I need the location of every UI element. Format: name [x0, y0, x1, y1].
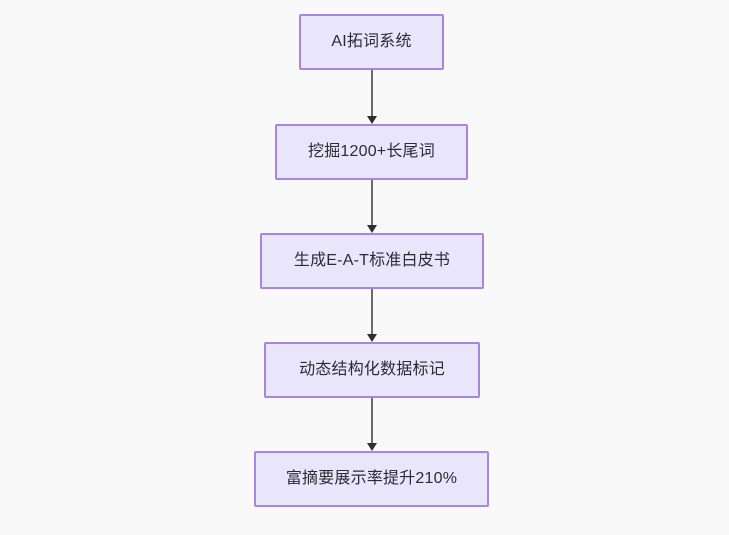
arrowhead-icon — [367, 443, 377, 451]
flow-node-ai-keyword-system[interactable]: AI拓词系统 — [299, 14, 444, 70]
edge-line — [371, 180, 373, 226]
edge-line — [371, 70, 373, 117]
flow-node-label: 动态结构化数据标记 — [299, 361, 445, 378]
flow-node-generate-eat-whitepaper[interactable]: 生成E-A-T标准白皮书 — [260, 233, 484, 289]
flow-node-label: 生成E-A-T标准白皮书 — [293, 252, 451, 269]
flow-node-label: 挖掘1200+长尾词 — [308, 143, 435, 160]
flow-node-label: 富摘要展示率提升210% — [285, 470, 458, 487]
edge-line — [371, 398, 373, 444]
edge-line — [371, 289, 373, 335]
arrowhead-icon — [367, 225, 377, 233]
flow-node-rich-snippet-rate-increase[interactable]: 富摘要展示率提升210% — [254, 451, 489, 507]
flow-node-mine-longtail-keywords[interactable]: 挖掘1200+长尾词 — [275, 124, 468, 180]
flow-node-label: AI拓词系统 — [331, 33, 412, 50]
arrowhead-icon — [367, 334, 377, 342]
flow-node-dynamic-structured-data-markup[interactable]: 动态结构化数据标记 — [264, 342, 480, 398]
arrowhead-icon — [367, 116, 377, 124]
